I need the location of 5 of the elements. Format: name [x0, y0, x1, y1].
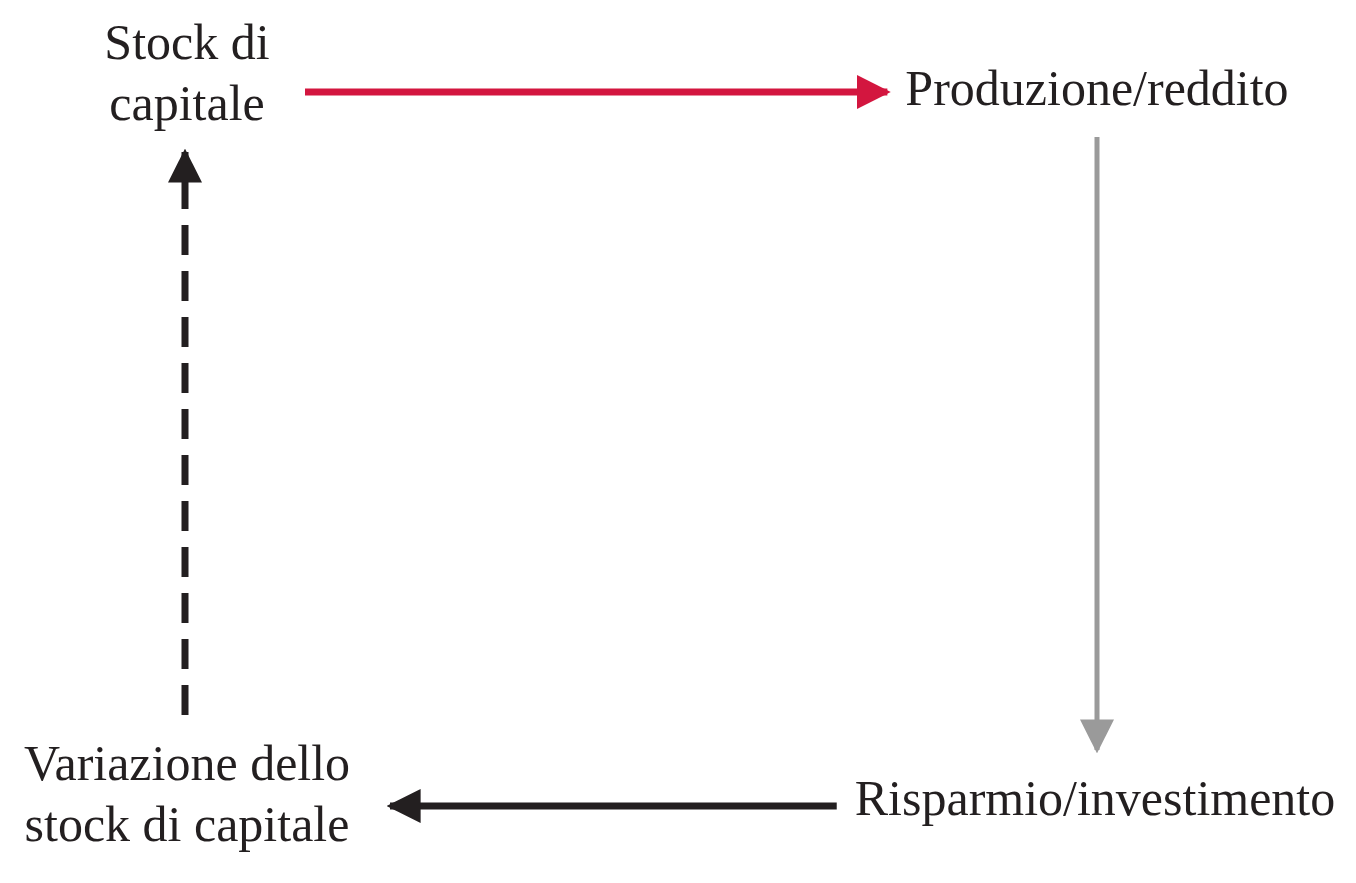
node-label: Produzione/reddito	[905, 58, 1289, 119]
node-label: Variazione dello stock di capitale	[2, 733, 372, 855]
node-label: Stock di capitale	[87, 12, 287, 134]
node-label: Risparmio/investimento	[854, 768, 1336, 829]
arrow	[1080, 137, 1114, 754]
